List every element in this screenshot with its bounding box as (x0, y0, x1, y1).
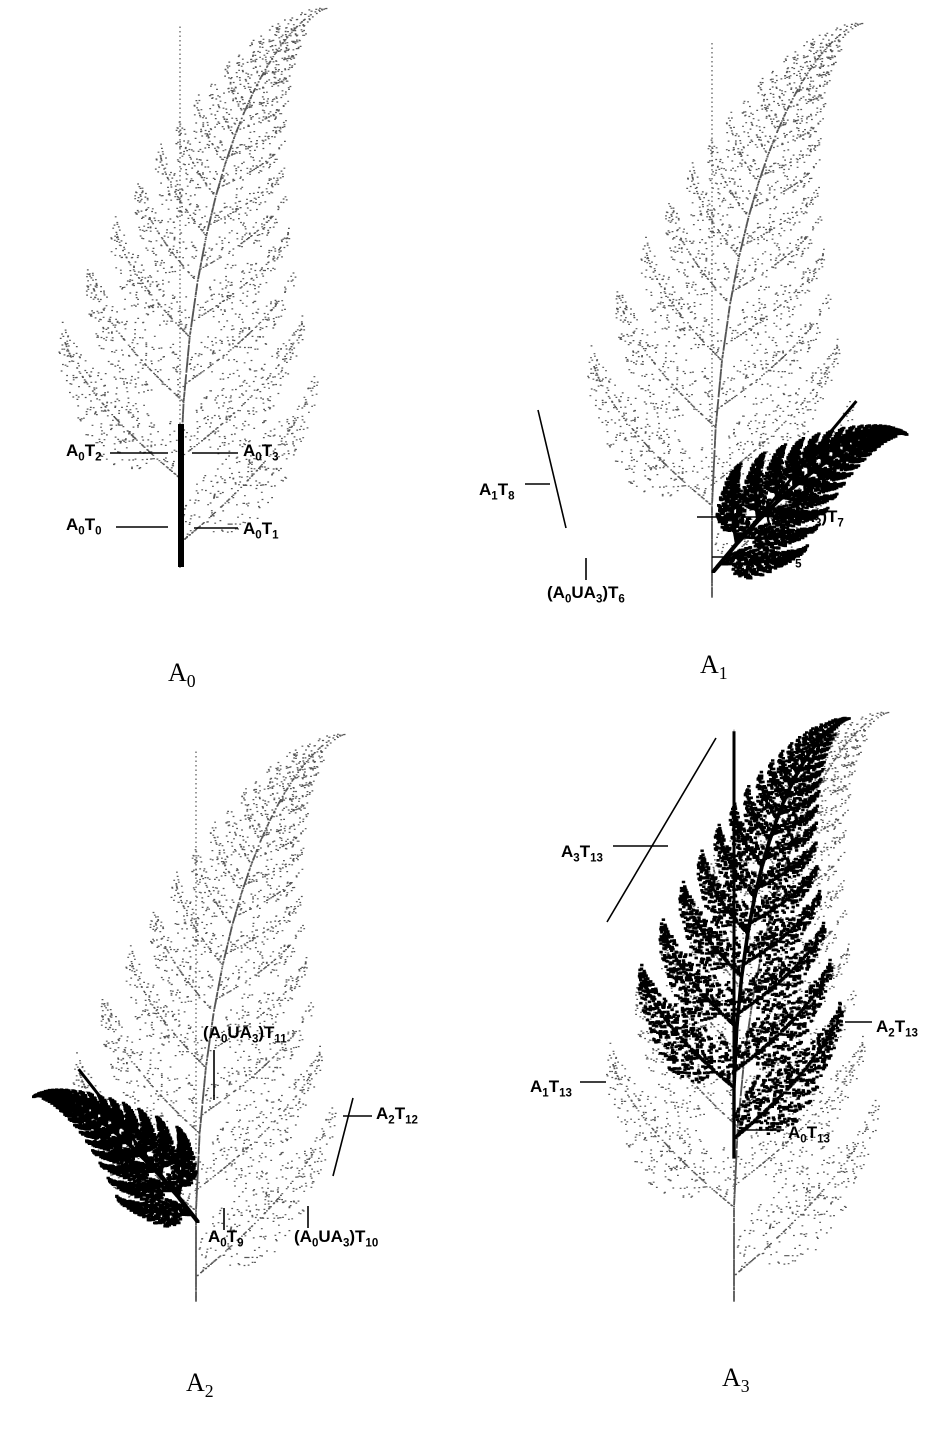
label-a2t13: A2T13 (876, 1018, 918, 1040)
label-a1t13: A1T13 (530, 1078, 572, 1100)
label-a0ua3-t6: (A0UA3)T6 (547, 584, 625, 606)
caption-a2: A2 (186, 1370, 214, 1401)
label-a0ua3-t7: (A0UA3)T7 (766, 508, 844, 530)
label-a1t8: A1T8 (479, 481, 515, 503)
fern-a1-solid (712, 425, 909, 578)
label-a2t12: A2T12 (376, 1105, 418, 1127)
fern-a0-dotted (58, 8, 327, 566)
label-a0t1: A0T1 (243, 520, 279, 542)
label-a0ua3-t11: (A0UA3)T11 (203, 1024, 287, 1046)
caption-a0: A0 (168, 660, 196, 691)
a1-bracket (538, 410, 566, 528)
fern-a2-dotted (73, 734, 346, 1300)
label-a0t5: A0T5 (766, 549, 802, 571)
fern-a2-solid (32, 1090, 200, 1227)
label-a0t2: A0T2 (66, 442, 102, 464)
a2-bracket (333, 1098, 353, 1176)
label-a3t13: A3T13 (561, 843, 603, 865)
label-a0t13: A0T13 (788, 1124, 830, 1146)
a3-bracket (607, 738, 716, 922)
label-a0t0: A0T0 (66, 516, 102, 538)
label-a0t9: A0T9 (208, 1228, 244, 1250)
label-a0ua3-t10: (A0UA3)T10 (294, 1228, 378, 1250)
label-a0t3: A0T3 (243, 442, 279, 464)
caption-a3: A3 (722, 1365, 750, 1396)
caption-a1: A1 (700, 652, 728, 683)
dotted-fern-layer (58, 8, 889, 1302)
